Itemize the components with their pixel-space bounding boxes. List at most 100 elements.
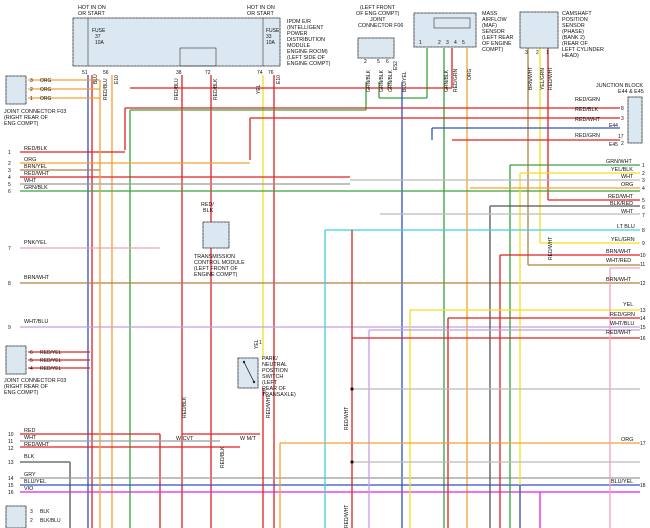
ipdm-fuse2-c: 10A (266, 40, 276, 46)
pnp-wire-yel: YEL (254, 339, 260, 349)
jcf06-wire-4: E52 (393, 61, 399, 70)
right-row-7-wire: WHT (621, 209, 634, 215)
cam-desc-2: SENSOR (562, 23, 585, 29)
ipdm-pin-56: 56 (103, 70, 109, 76)
right-row-12-num: 12 (640, 281, 646, 287)
jcf06-pin-5: 5 (377, 59, 380, 65)
left-row-3-wire: BRN/YEL (24, 164, 47, 170)
jcf03b-wire-1: RED/YEL (40, 358, 62, 364)
jcf06-box (357, 37, 395, 59)
wires (20, 48, 640, 528)
ipdm-pin-76: 76 (268, 70, 274, 76)
ipdm-fuse2-b: 33 (266, 34, 272, 40)
right-row-9-wire: YEL/GRN (611, 237, 635, 243)
tcm-wire-b: BLK (203, 208, 214, 214)
pnp-desc-2: POSITION (262, 368, 288, 374)
maf-pin-1: 1 (419, 40, 422, 46)
jcf03a-desc-2: ENG COMPT) (4, 121, 39, 127)
right-row-18-num: 18 (640, 483, 646, 489)
pnp-desc-4: (LEFT (262, 380, 278, 386)
jblock-pin-3: 3 (621, 116, 624, 122)
maf-pin-5: 5 (462, 40, 465, 46)
left-row-13-wire: BLK (24, 454, 35, 460)
left-row-2-num: 2 (8, 161, 11, 167)
right-row-2-wire: YEL/BLK (611, 167, 633, 173)
left-row-9-wire: WHT/BLU (24, 319, 48, 325)
right-row-14-wire: RED/GRN (610, 312, 635, 318)
left-row-8-wire: BRN/WHT (24, 275, 50, 281)
jblock-wire-0: RED/GRN (575, 97, 600, 103)
left-row-13-num: 13 (8, 460, 14, 466)
right-row-17-wire: ORG (621, 437, 633, 443)
joint-connector-f06: (LEFT FRONT OF ENG COMPT) JOINT CONNECTO… (356, 5, 408, 92)
ipdm-desc-4: MODULE (287, 43, 310, 49)
left-row-1-num: 1 (8, 150, 11, 156)
cam-pin-2: 2 (536, 50, 539, 56)
right-row-11-wire: WHT/RED (606, 258, 631, 264)
left-row-16-wire: VIO (24, 486, 33, 492)
jblock-wire-2: RED/WHT (575, 117, 601, 123)
left-row-6-num: 6 (8, 189, 11, 195)
jcf03b-pin-4: 4 (30, 366, 33, 372)
pnp-box (237, 357, 259, 389)
right-row-3-num: 3 (642, 178, 645, 184)
right-row-16-wire: RED/WHT (606, 330, 632, 336)
right-row-18-wire: BLU/YEL (611, 479, 633, 485)
right-row-8-num: 8 (642, 228, 645, 234)
jcf03a-pin-1: 1 (30, 96, 33, 102)
ipdm-wire-redblu-2: RED/BLU (174, 78, 180, 100)
left-row-11-num: 11 (8, 439, 13, 445)
splice-dot-1 (350, 387, 354, 391)
maf-desc-0: MASS (482, 11, 498, 17)
jcf06-desc-1: OF ENG COMPT) (356, 11, 400, 17)
ipdm-internal-block (179, 47, 217, 67)
left-row-2-wire: ORG (24, 157, 36, 163)
left-row-8-num: 8 (8, 281, 11, 287)
jcf03b-wire-2: RED/YEL (40, 366, 62, 372)
ipdm-desc-3: DISTRIBUTION (287, 37, 325, 43)
jcbot-pin-3: 3 (30, 509, 33, 515)
jcf03b-desc-2: ENG COMPT) (4, 390, 39, 396)
ipdm-hot-2a: HOT IN ON (247, 5, 275, 11)
ipdm-hot-2b: OR START (247, 11, 274, 17)
ipdm-fuse1-a: FUSE (92, 28, 106, 34)
left-row-14-num: 14 (8, 476, 14, 482)
ipdm-fuse1-c: 10A (95, 40, 105, 46)
jcf03a-pin-3: 3 (30, 78, 33, 84)
ipdm-wire-e10-1: E10 (114, 75, 120, 84)
left-row-7-wire: PNK/YEL (24, 240, 47, 246)
label-w-cvt: W CVT (176, 436, 194, 442)
label-redblk-vertical: RED/BLK (182, 396, 188, 418)
maf-desc-6: COMPT) (482, 47, 503, 53)
ipdm-pin-38: 38 (176, 70, 182, 76)
right-row-1-num: 1 (642, 163, 645, 169)
right-row-2-num: 2 (642, 171, 645, 177)
pnp-desc-0: PARK/ (262, 356, 278, 362)
left-row-15-num: 15 (8, 483, 14, 489)
maf-pin-4: 4 (454, 40, 457, 46)
ipdm-pin-74: 74 (257, 70, 263, 76)
pnp-wire-redwht: RED/WHT (266, 395, 272, 418)
ipdm-wire-redblu-1: RED/BLU (103, 78, 109, 100)
right-row-10-wire: BRN/WHT (606, 249, 632, 255)
jblock-conn-e45: E45 (609, 142, 618, 148)
right-row-13-num: 13 (640, 308, 646, 314)
jblock-pin-2: 2 (621, 141, 624, 147)
jcf03a-desc-0: JOINT CONNECTOR F03 (4, 109, 66, 115)
splice-dot-2 (350, 460, 354, 464)
park-neutral-switch: 1 2 YEL RED/WHT PARK/ NEUTRAL POSITION S… (237, 339, 296, 418)
left-row-6-wire: GRN/BLK (24, 185, 48, 191)
jblock-sub: E44 & E45 (618, 89, 644, 95)
ipdm-pin-51: 51 (82, 70, 88, 76)
cam-desc-0: CAMSHAFT (562, 11, 592, 17)
jcf03b-desc-0: JOINT CONNECTOR F03 (4, 378, 66, 384)
left-row-1-wire: RED/BLK (24, 146, 47, 152)
maf-pin-2: 2 (438, 40, 441, 46)
jcbot-wire-0: BLK (40, 509, 50, 515)
label-redwht-vertical: RED/WHT (344, 407, 350, 430)
left-row-4-wire: RED/WHT (24, 171, 50, 177)
ipdm-wire-e10-2: E10 (276, 75, 282, 84)
cam-pin-3: 3 (525, 50, 528, 56)
jcf06-wire-2: GRN/BLK (388, 69, 394, 92)
label-w-mt: W M/T (240, 436, 257, 442)
